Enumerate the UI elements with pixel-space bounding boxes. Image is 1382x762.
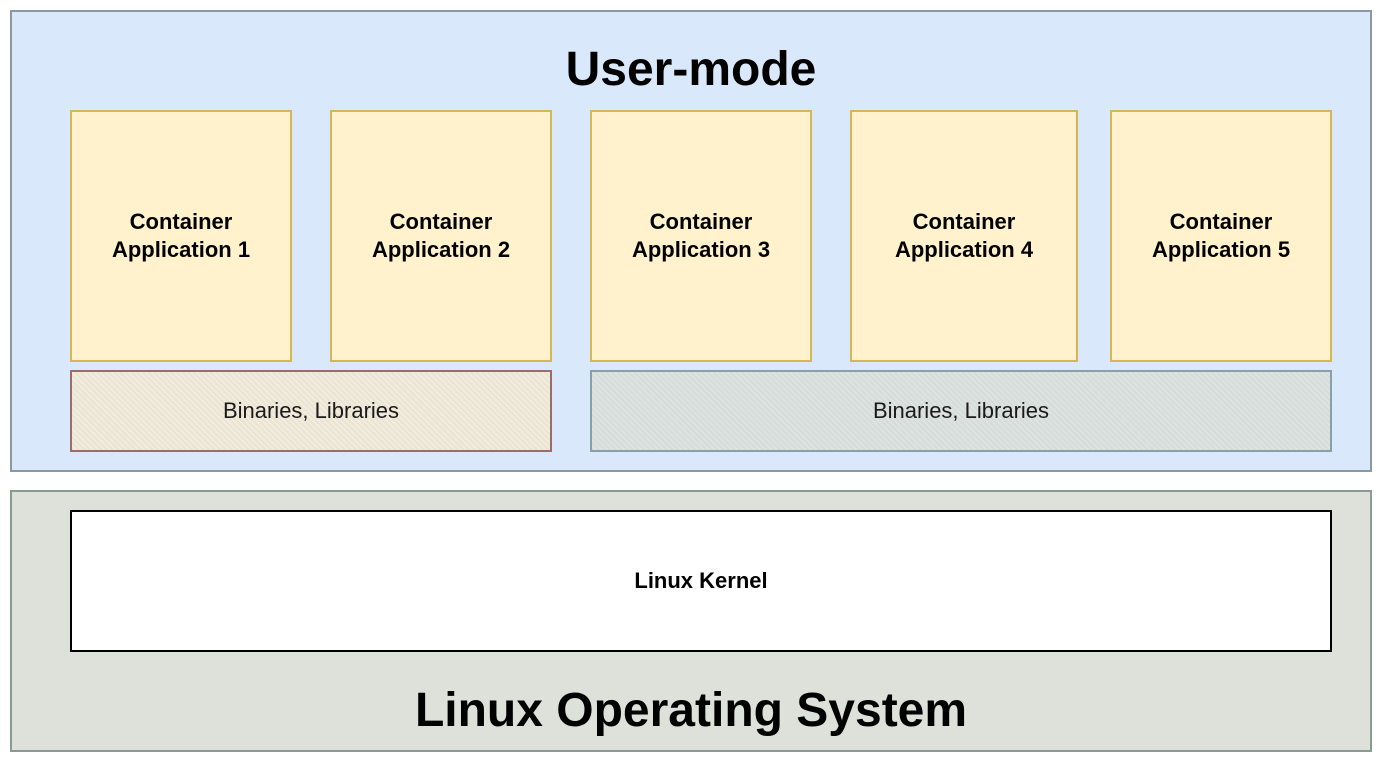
- binaries-libraries-left-label: Binaries, Libraries: [222, 398, 400, 423]
- container-application-1: Container Application 1: [70, 110, 292, 362]
- container-application-3-label: Container Application 3: [631, 209, 771, 262]
- container-application-5: Container Application 5: [1110, 110, 1332, 362]
- binaries-libraries-right: Binaries, Libraries: [590, 370, 1332, 452]
- container-application-5-label: Container Application 5: [1151, 209, 1291, 262]
- container-application-2: Container Application 2: [330, 110, 552, 362]
- container-application-3: Container Application 3: [590, 110, 812, 362]
- container-application-4-label: Container Application 4: [894, 209, 1034, 262]
- container-application-1-label: Container Application 1: [111, 209, 251, 262]
- container-application-2-label: Container Application 2: [371, 209, 511, 262]
- linux-kernel-box: Linux Kernel: [70, 510, 1332, 652]
- linux-os-title: Linux Operating System: [414, 684, 968, 737]
- linux-kernel-label: Linux Kernel: [634, 568, 768, 593]
- user-mode-title: User-mode: [565, 43, 817, 96]
- container-application-4: Container Application 4: [850, 110, 1078, 362]
- binaries-libraries-right-label: Binaries, Libraries: [872, 398, 1050, 423]
- binaries-libraries-left: Binaries, Libraries: [70, 370, 552, 452]
